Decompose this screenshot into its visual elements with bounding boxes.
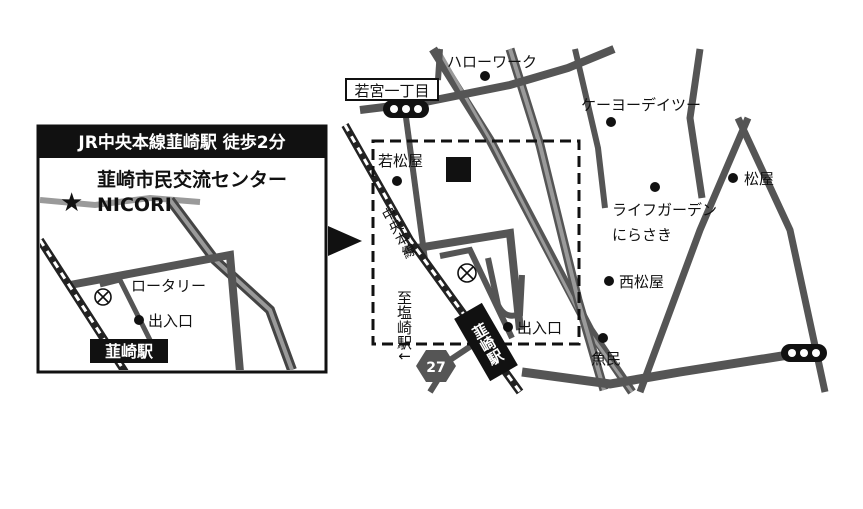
inset-station-box: [90, 339, 168, 363]
wakamatsuya-label: 若松屋: [378, 152, 423, 170]
landmark-dot-icon: [606, 117, 616, 127]
main-road: [686, 48, 706, 199]
pointer-arrow-icon: [328, 226, 362, 256]
main-road: [734, 116, 829, 393]
main-road: [521, 347, 824, 389]
wakamiya-label: 若宮一丁目: [354, 82, 429, 100]
main-road: [508, 48, 606, 391]
main-road: [485, 257, 525, 319]
main-railway: [343, 124, 522, 393]
main-entrance-label: 出入口: [517, 319, 562, 337]
inset-rotary-label: ロータリー: [131, 277, 206, 295]
nishi-matsuya-label: 西松屋: [619, 273, 664, 291]
inset-destination-name: 韮崎市民交流センター: [97, 168, 287, 191]
landmark-dot-icon: [392, 176, 402, 186]
landmark-dot-icon: [650, 182, 660, 192]
landmark-dot-icon: [480, 71, 490, 81]
police-box-icon: [96, 290, 110, 304]
intersection-label-box: [345, 78, 439, 101]
landmark-dot-icon: [598, 333, 608, 343]
inset-road: [168, 198, 294, 370]
inset-station-label: 韮崎駅: [105, 342, 154, 361]
inset-destination-name-2: NICORI: [97, 194, 172, 216]
landmark-dot-icon: [728, 173, 738, 183]
life-garden-label: ライフガーデン: [612, 201, 717, 219]
destination-marker: [446, 157, 471, 182]
main-road: [404, 228, 524, 331]
route-number: 27: [426, 360, 445, 376]
inset-header: JR中央本線韮崎駅 徒歩2分: [77, 132, 285, 153]
k-yodeitsu-label: ケーヨーデイツー: [581, 96, 701, 114]
traffic-signal-icon: [781, 344, 827, 362]
inset-header-bar: [38, 126, 326, 158]
to-shiozaki-label: 至塩崎駅↓: [395, 290, 413, 363]
landmark-dot-icon: [134, 315, 144, 325]
star-icon: ★: [60, 188, 83, 218]
inset-entrance-label: 出入口: [148, 312, 193, 330]
life-garden-label-2: にらさき: [612, 226, 672, 244]
main-road: [572, 48, 608, 209]
traffic-signal-icon: [383, 100, 429, 118]
main-road: [402, 109, 428, 261]
matsuya-label: 松屋: [744, 170, 774, 188]
police-box-icon: [459, 265, 475, 281]
inset-road: [69, 250, 244, 370]
uomin-label: 魚民: [591, 350, 621, 368]
landmark-dot-icon: [604, 276, 614, 286]
main-map: 若宮一丁目 ハローワーク ケーヨーデイツー 若松屋 松屋 ライフガーデン にらさ…: [341, 45, 829, 395]
main-road: [636, 116, 752, 394]
hello-work-label: ハローワーク: [447, 53, 537, 71]
inset-map: JR中央本線韮崎駅 徒歩2分 ★ 韮崎市民交流センター NICORI ロータリー…: [36, 124, 328, 374]
main-road: [435, 48, 443, 81]
route-shield-icon: [416, 350, 456, 382]
landmark-dot-icon: [503, 322, 513, 332]
